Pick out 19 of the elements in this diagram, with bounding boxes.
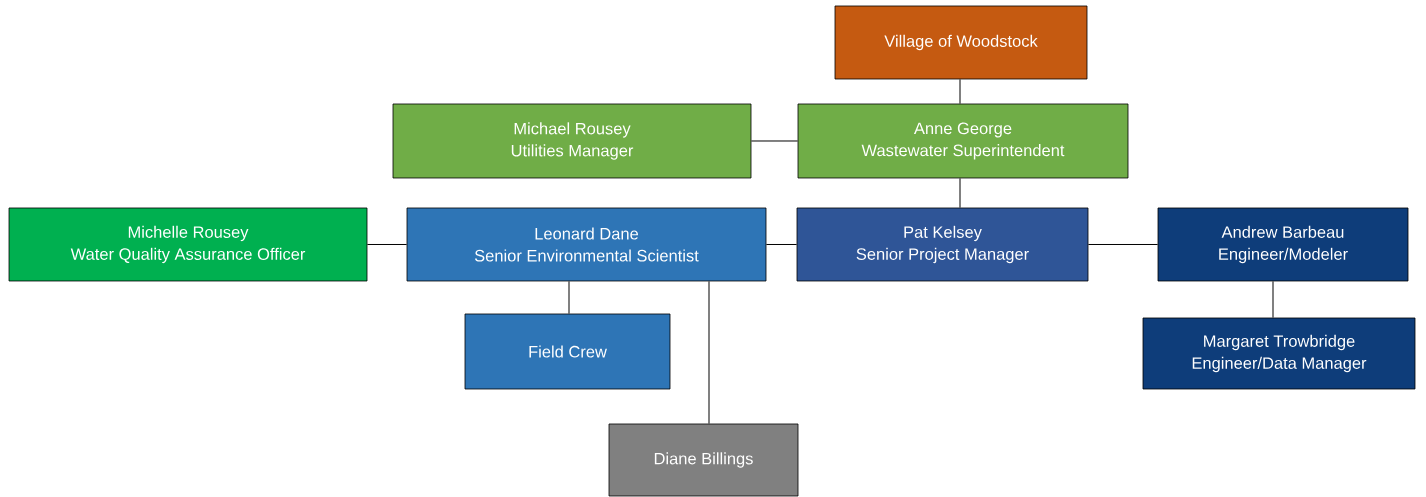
- org-box: Michael Rousey Utilities Manager: [392, 103, 752, 179]
- org-box: Anne George Wastewater Superintendent: [797, 103, 1129, 179]
- org-box: Andrew Barbeau Engineer/Modeler: [1157, 207, 1409, 282]
- org-box: Pat Kelsey Senior Project Manager: [796, 207, 1089, 282]
- connector-line: [708, 280, 710, 425]
- connector-line: [765, 244, 798, 245]
- org-box: Village of Woodstock: [834, 5, 1088, 80]
- connector-line: [568, 280, 570, 315]
- connector-line: [959, 78, 961, 105]
- org-box: Margaret Trowbridge Engineer/Data Manager: [1142, 317, 1416, 390]
- org-box: Leonard Dane Senior Environmental Scientist: [406, 207, 767, 282]
- connector-line: [959, 177, 961, 209]
- connector-line: [1087, 244, 1159, 245]
- org-box: Diane Billings: [608, 423, 799, 497]
- connector-line: [1272, 280, 1274, 319]
- connector-line: [366, 244, 408, 245]
- org-box: Michelle Rousey Water Quality Assurance Officer: [8, 207, 368, 282]
- connector-line: [750, 140, 799, 142]
- org-box: Field Crew: [464, 313, 671, 390]
